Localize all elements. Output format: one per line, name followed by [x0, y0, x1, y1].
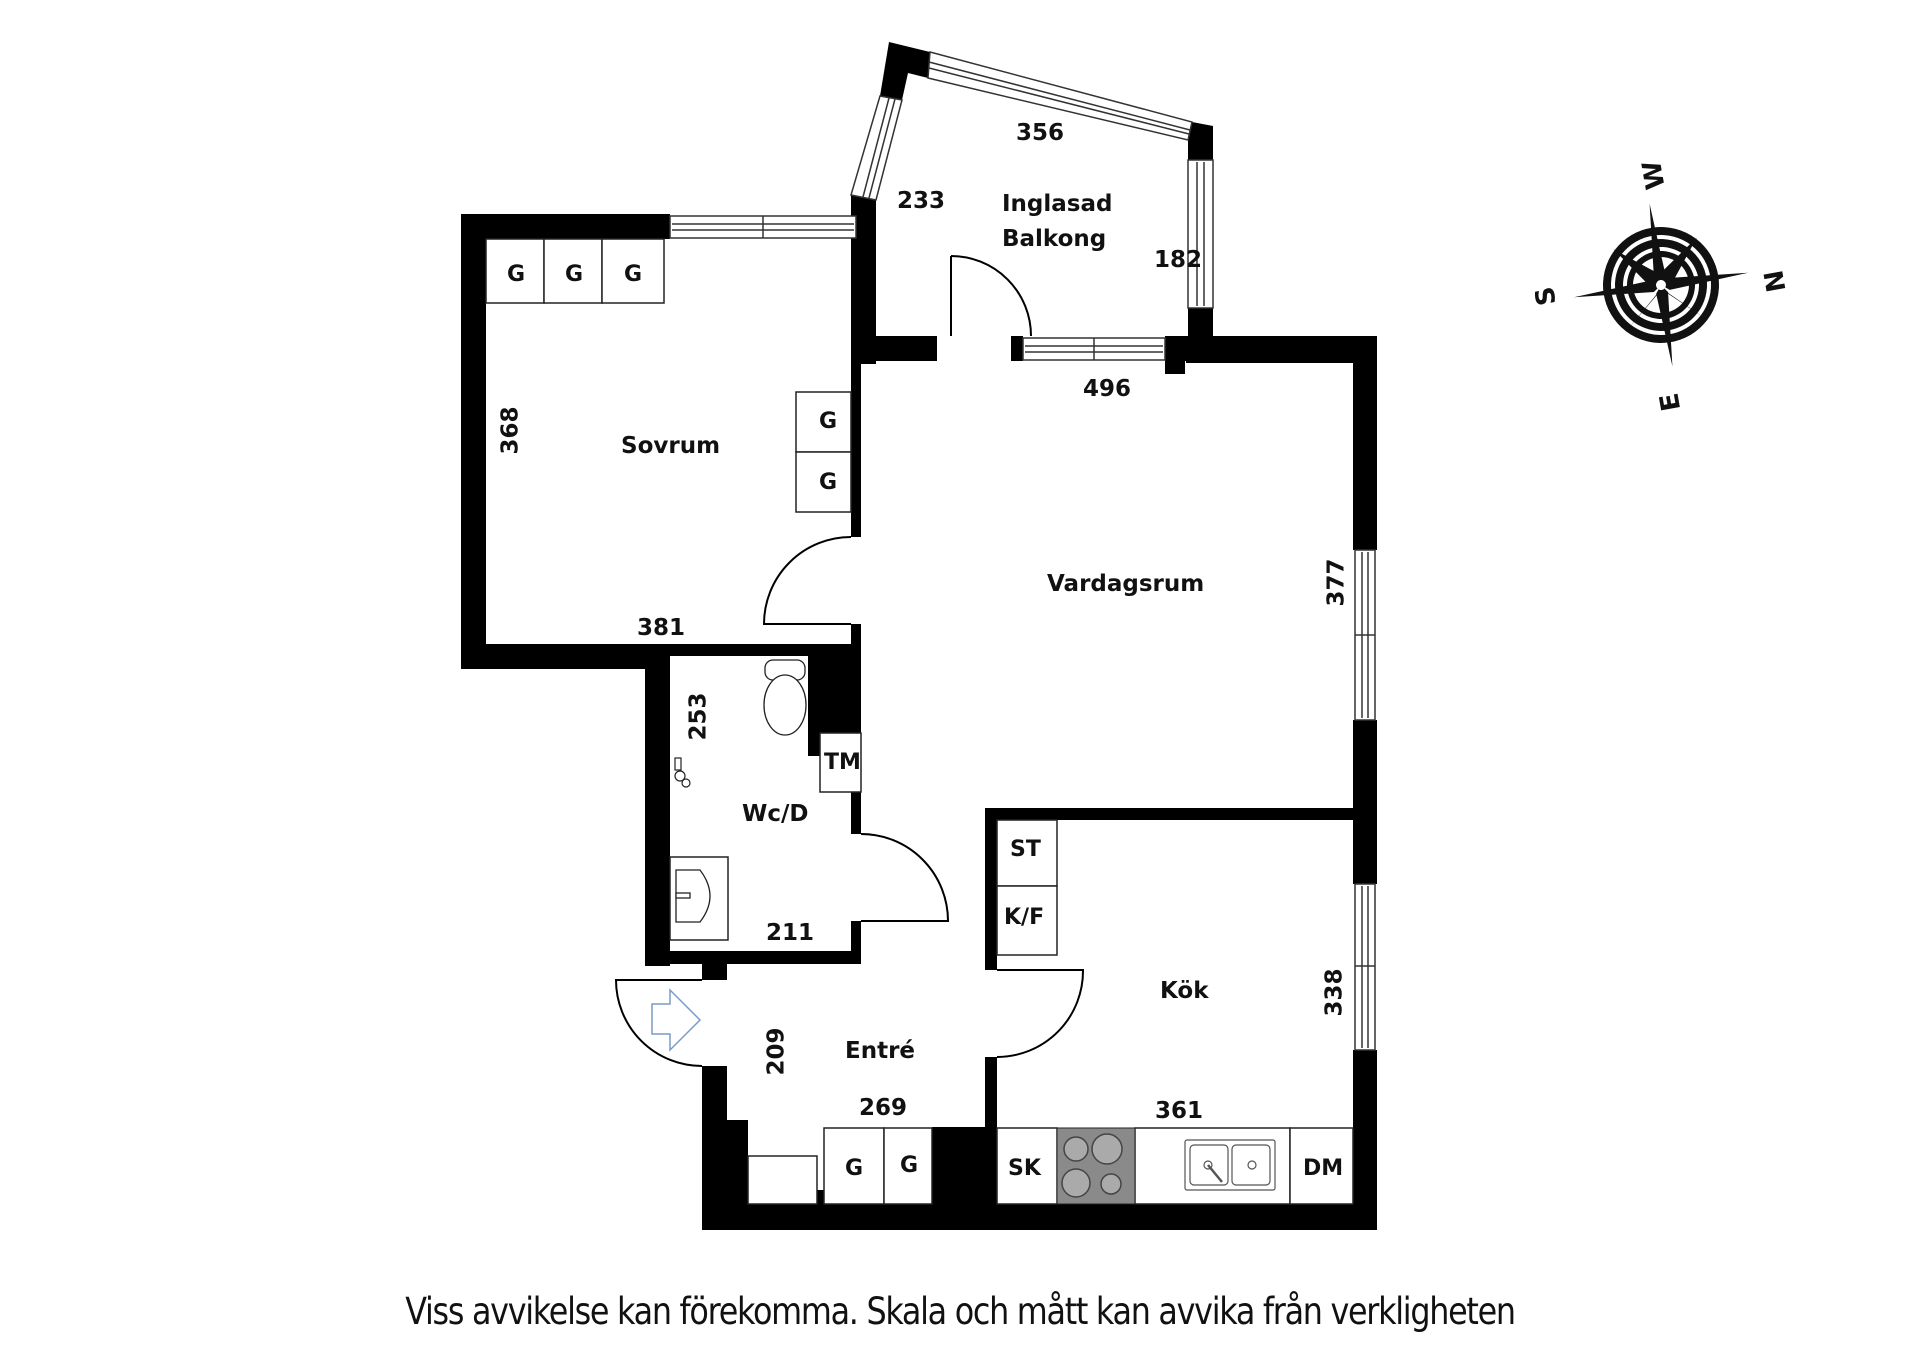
entry-arrow-icon — [651, 988, 702, 1052]
dim-kok-bottom: 361 — [1155, 1098, 1204, 1124]
windows — [669, 51, 1376, 1051]
wardrobe-label: G — [565, 262, 584, 287]
wardrobe-label: G — [819, 409, 838, 434]
washbasin-icon — [675, 869, 711, 923]
dim-vardagsrum-side: 377 — [1323, 558, 1350, 607]
room-name-vardagsrum: Vardagsrum — [1047, 571, 1205, 597]
dim-balkong-left: 233 — [897, 188, 946, 214]
room-name-kok: Kök — [1160, 978, 1209, 1004]
sovrum-door-swing — [762, 536, 852, 625]
cabinet-label: SK — [1008, 1156, 1041, 1181]
stove-icon — [1056, 1127, 1136, 1205]
balcony-door-swing — [950, 255, 1032, 337]
room-name-balkong-line1: Inglasad — [1002, 191, 1113, 217]
fridge-freezer-label: K/F — [1004, 905, 1045, 930]
dim-sovrum-side: 368 — [497, 406, 524, 455]
room-name-wc: Wc/D — [742, 801, 809, 827]
fixture-outlines — [485, 238, 1354, 1205]
dim-entre-bottom: 269 — [859, 1095, 908, 1121]
kitchen-door-swing — [996, 969, 1085, 1058]
storage-label: ST — [1010, 837, 1041, 862]
dim-sovrum-bottom: 381 — [637, 615, 686, 641]
dim-kok-side: 338 — [1321, 968, 1348, 1017]
dim-wc-side: 253 — [685, 692, 712, 741]
dim-balkong-right: 182 — [1154, 247, 1203, 273]
wc-door-swing — [860, 833, 950, 922]
dishwasher-label: DM — [1303, 1156, 1344, 1181]
washing-machine-label: TM — [824, 750, 861, 775]
wardrobe-label: G — [900, 1153, 919, 1178]
disclaimer-text: Viss avvikelse kan förekomma. Skala och … — [405, 1290, 1516, 1333]
room-name-sovrum: Sovrum — [621, 433, 721, 459]
toilet-icon — [763, 659, 807, 736]
wardrobe-label: G — [819, 470, 838, 495]
compass-north-label: N — [1759, 267, 1793, 295]
wardrobe-label: G — [624, 262, 643, 287]
shower-icon — [674, 757, 691, 788]
room-name-balkong-line2: Balkong — [1002, 226, 1107, 252]
dim-wc-bottom: 211 — [766, 920, 815, 946]
dim-vardagsrum-top: 496 — [1083, 376, 1132, 402]
compass-west-label: W — [1637, 158, 1672, 192]
wardrobe-label: G — [507, 262, 526, 287]
sink-icon — [1184, 1139, 1276, 1191]
entry-door-swing — [614, 979, 703, 1067]
compass-rose-icon — [1573, 203, 1749, 367]
wardrobe-label: G — [845, 1156, 864, 1181]
walls — [461, 42, 1377, 1230]
doors — [614, 255, 1085, 1067]
room-name-entre: Entré — [845, 1038, 916, 1064]
dim-entre-side: 209 — [763, 1027, 790, 1076]
dim-balkong-top: 356 — [1016, 120, 1065, 146]
